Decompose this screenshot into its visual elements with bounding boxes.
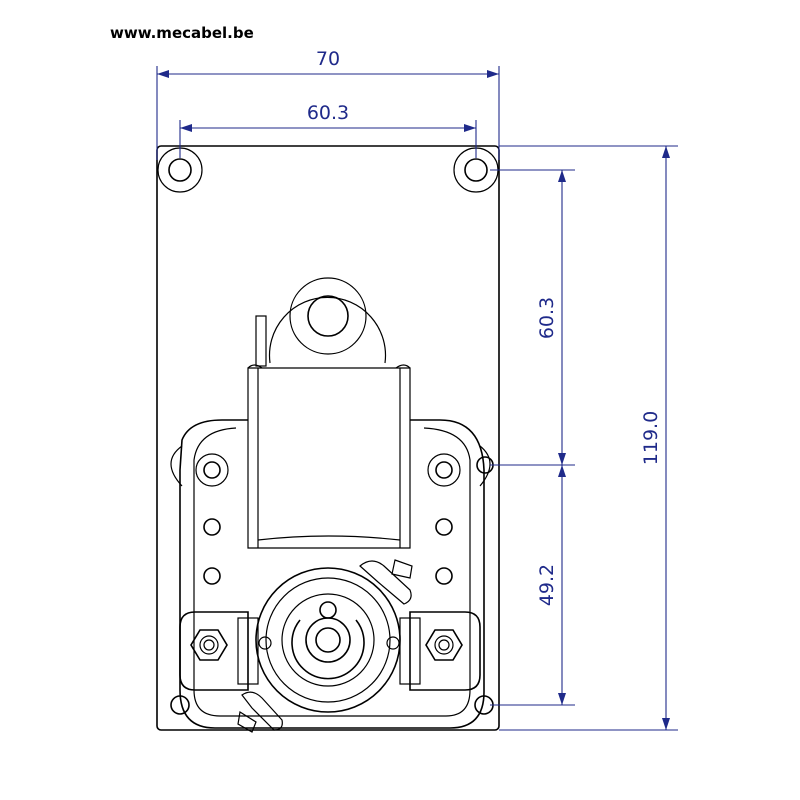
upper-wire-clip	[359, 559, 413, 605]
overall-height-value: 119.0	[640, 411, 662, 465]
bottom-left-hole	[170, 695, 190, 715]
hole-spacing-width-value: 60.3	[307, 102, 349, 124]
output-bracket	[179, 611, 481, 691]
overall-width-value: 70	[316, 48, 340, 70]
output-gear	[255, 567, 401, 713]
website-label: www.mecabel.be	[110, 24, 254, 42]
lower-hole-spacing-value: 49.2	[536, 564, 558, 606]
dimension-overall-width	[156, 66, 500, 160]
coil-body	[247, 364, 411, 549]
dimension-hole-spacing-width	[179, 120, 477, 158]
dimension-upper-hole-spacing	[558, 170, 566, 465]
right-rivet-column	[435, 518, 453, 585]
right-hex-nut	[425, 629, 463, 661]
dimension-overall-height	[662, 146, 670, 730]
mounting-plate	[156, 145, 500, 731]
upper-hole-spacing-value: 60.3	[536, 297, 558, 339]
left-rivet-column	[203, 518, 221, 585]
left-ear-hole	[170, 445, 229, 487]
left-hex-nut	[190, 629, 228, 661]
dimension-extension-lines	[490, 145, 678, 731]
dimension-lower-hole-spacing	[558, 465, 566, 705]
coil-boss	[268, 277, 387, 364]
gearbox-housing	[179, 419, 485, 729]
coil-terminal	[255, 315, 267, 367]
lower-wire-clip	[237, 691, 283, 733]
